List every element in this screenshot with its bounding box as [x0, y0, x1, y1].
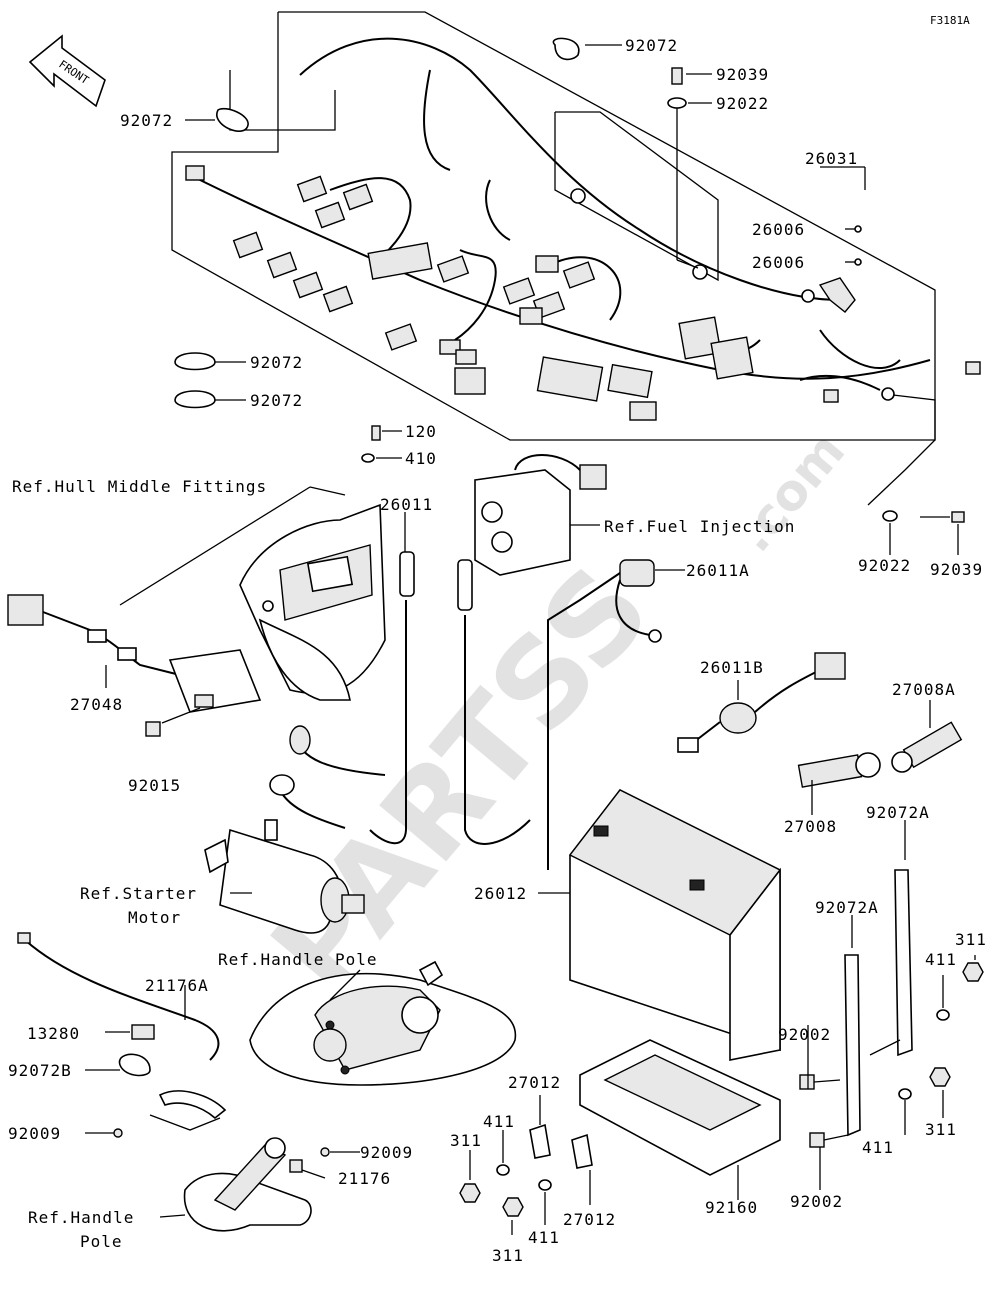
- ref-fuel-injection: Ref.Fuel Injection: [604, 517, 795, 536]
- label-411-a: 411: [925, 950, 957, 969]
- label-411-c: 411: [528, 1228, 560, 1247]
- front-arrow-icon: FRONT: [28, 34, 106, 108]
- label-311-c: 311: [492, 1246, 524, 1265]
- label-27008a: 27008A: [892, 680, 956, 699]
- ref-starter-motor-1: Ref.Starter: [80, 884, 197, 903]
- ref-handle-pole-bottom-1: Ref.Handle: [28, 1208, 134, 1227]
- label-92039-right: 92039: [930, 560, 983, 579]
- ground-fasteners: [867, 394, 965, 555]
- label-92072a-a: 92072A: [866, 803, 930, 822]
- label-92072-mid1: 92072: [250, 353, 303, 372]
- label-92009-left: 92009: [8, 1124, 61, 1143]
- fuel-injection-unit: [474, 454, 607, 576]
- label-21176a: 21176A: [145, 976, 209, 995]
- label-410: 410: [405, 449, 437, 468]
- label-92072-mid2: 92072: [250, 391, 303, 410]
- label-27048: 27048: [70, 695, 123, 714]
- main-harness: [185, 37, 981, 421]
- leader-lines: [119, 486, 821, 1200]
- label-26011a: 26011A: [686, 561, 750, 580]
- label-92039-top: 92039: [716, 65, 769, 84]
- label-26006-a: 26006: [752, 220, 805, 239]
- label-26011b: 26011B: [700, 658, 764, 677]
- label-311-b: 311: [450, 1131, 482, 1150]
- label-92002-a: 92002: [778, 1025, 831, 1044]
- label-26031: 26031: [805, 149, 858, 168]
- clamp-92072b: [85, 1053, 227, 1138]
- label-92072b: 92072B: [8, 1061, 72, 1080]
- label-92072-left: 92072: [120, 111, 173, 130]
- mid-clamps: [174, 352, 246, 409]
- right-fasteners: [799, 955, 984, 1148]
- label-92022-top: 92022: [716, 94, 769, 113]
- label-92022-right: 92022: [858, 556, 911, 575]
- sensor-wire: [17, 932, 220, 1061]
- label-92072-top: 92072: [625, 36, 678, 55]
- handle-pole-lower: [159, 1137, 360, 1232]
- label-311-d: 311: [925, 1120, 957, 1139]
- label-92160: 92160: [705, 1198, 758, 1217]
- battery-straps: [844, 820, 913, 1137]
- harness-boundary: [171, 11, 936, 441]
- label-26006-b: 26006: [752, 253, 805, 272]
- label-411-b: 411: [483, 1112, 515, 1131]
- label-92009-right: 92009: [360, 1143, 413, 1162]
- label-26011: 26011: [380, 495, 433, 514]
- watermark-suffix: .com: [725, 422, 856, 563]
- label-27012-b: 27012: [563, 1210, 616, 1229]
- top-fasteners: [185, 37, 866, 269]
- diagram-code: F3181A: [930, 14, 970, 27]
- battery: [538, 788, 782, 1061]
- cable-26011b: [677, 652, 846, 753]
- label-92072a-b: 92072A: [815, 898, 879, 917]
- label-120: 120: [405, 422, 437, 441]
- key-27008a: [891, 700, 963, 773]
- label-13280: 13280: [27, 1024, 80, 1043]
- ref-hull-middle-fittings: Ref.Hull Middle Fittings: [12, 477, 267, 496]
- battery-tray: [579, 1039, 781, 1190]
- ref-handle-pole-top: Ref.Handle Pole: [218, 950, 378, 969]
- label-311-a: 311: [955, 930, 987, 949]
- part-27048-unit: [7, 594, 262, 737]
- label-92015: 92015: [128, 776, 181, 795]
- label-21176: 21176: [338, 1169, 391, 1188]
- label-27008: 27008: [784, 817, 837, 836]
- battery-cables: [369, 512, 685, 870]
- key-27008: [797, 752, 881, 815]
- ref-handle-pole-bottom-2: Pole: [80, 1232, 123, 1251]
- label-26012: 26012: [474, 884, 527, 903]
- starter-motor: [204, 725, 386, 934]
- bottom-fasteners: [459, 1095, 593, 1235]
- label-27012-a: 27012: [508, 1073, 561, 1092]
- ref-starter-motor-2: Motor: [128, 908, 181, 927]
- hull-fitting: [239, 425, 402, 701]
- label-411-d: 411: [862, 1138, 894, 1157]
- label-92002-b: 92002: [790, 1192, 843, 1211]
- part-labels: 92072 92039 92022 92072 26031 26006 2600…: [8, 36, 987, 1265]
- handle-pole-assembly: [249, 960, 517, 1086]
